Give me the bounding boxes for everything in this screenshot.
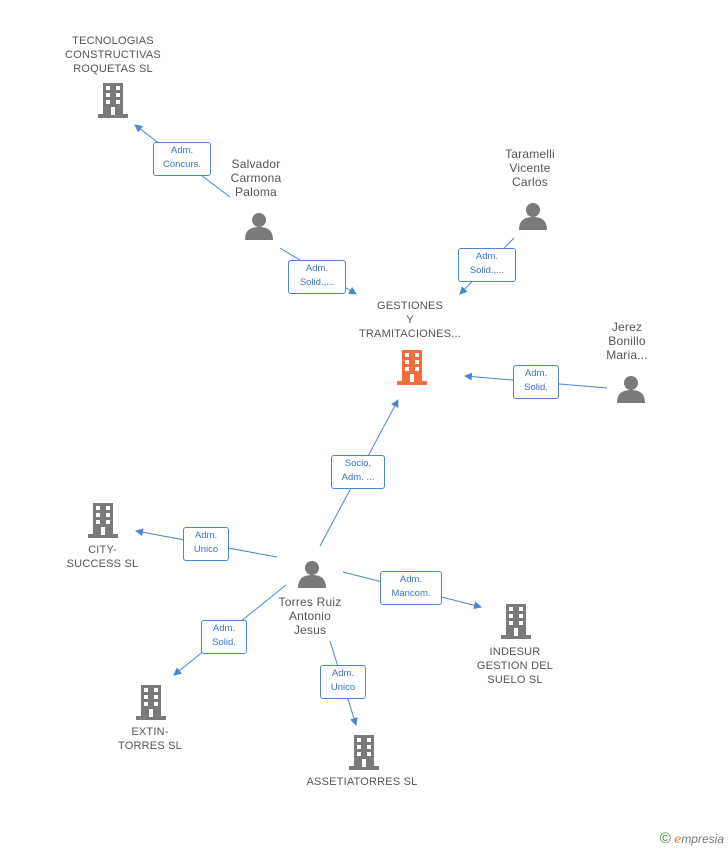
company-icon[interactable] (349, 735, 379, 770)
node-label-gestiones[interactable]: GESTIONES Y TRAMITACIONES... (358, 300, 461, 340)
edge-label[interactable]: Adm. Solid. (513, 365, 559, 399)
edge-label[interactable]: Adm. Concurs. (153, 142, 211, 176)
person-icon[interactable] (298, 561, 326, 588)
node-label-extin[interactable]: EXTIN- TORRES SL (118, 726, 182, 752)
company-icon[interactable] (98, 83, 128, 118)
company-icon-focus[interactable] (397, 350, 427, 385)
edge-label[interactable]: Adm. Solid.,... (458, 248, 516, 282)
node-label-salvador[interactable]: Salvador Carmona Paloma (230, 157, 282, 199)
edge-label[interactable]: Adm. Unico (320, 665, 366, 699)
node-label-indesur[interactable]: INDESUR GESTION DEL SUELO SL (476, 646, 554, 686)
company-icon[interactable] (501, 604, 531, 639)
node-label-tecnologias[interactable]: TECNOLOGIAS CONSTRUCTIVAS ROQUETAS SL (65, 35, 161, 75)
node-label-taramelli[interactable]: Taramelli Vicente Carlos (505, 147, 555, 189)
person-icon[interactable] (245, 213, 273, 240)
node-label-jerez[interactable]: Jerez Bonillo Maria... (606, 320, 648, 362)
node-label-torres[interactable]: Torres Ruiz Antonio Jesus (278, 595, 342, 637)
edge-label[interactable]: Adm. Mancom. (380, 571, 442, 605)
edge-label[interactable]: Adm. Solid. (201, 620, 247, 654)
edge-label[interactable]: Socio, Adm. ... (331, 455, 385, 489)
company-icon[interactable] (136, 685, 166, 720)
node-label-city[interactable]: CITY- SUCCESS SL (66, 544, 139, 570)
edge-label[interactable]: Adm. Solid.,... (288, 260, 346, 294)
person-icon[interactable] (617, 376, 645, 403)
person-icon[interactable] (519, 203, 547, 230)
node-label-assetia[interactable]: ASSETIATORRES SL (306, 776, 418, 788)
company-icon[interactable] (88, 503, 118, 538)
brand-watermark: © empresia (660, 830, 724, 847)
brand-name: mpresia (681, 832, 724, 846)
copyright-icon: © (659, 830, 671, 847)
brand-initial: e (674, 832, 682, 846)
edge-label[interactable]: Adm. Unico (183, 527, 229, 561)
